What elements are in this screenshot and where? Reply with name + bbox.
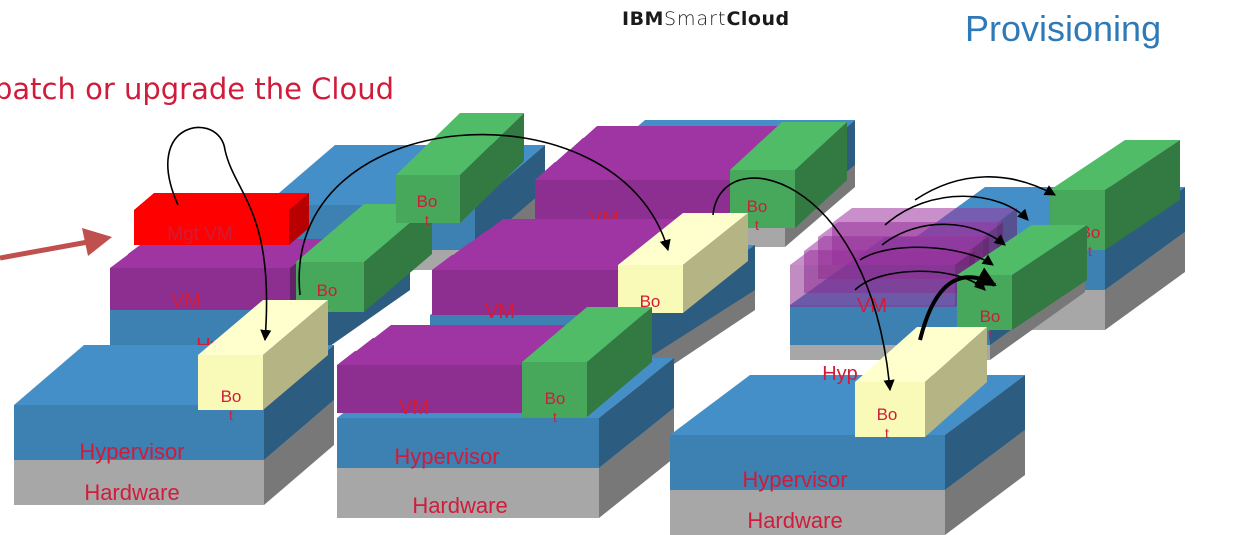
bot-right-middle-green-label-top: Bo — [980, 307, 1001, 326]
arrow-ghost-2 — [884, 195, 1029, 226]
bot-back-right-green-label-bottom: t — [1088, 243, 1092, 259]
bot-front-right-new — [855, 327, 987, 437]
vm-label-left-middle: VM — [171, 290, 201, 312]
hypervisor-label-front-right: Hypervisor — [742, 467, 847, 492]
hardware-label-front-left: Hardware — [84, 480, 179, 505]
bot-right-middle-green-label-bottom: t — [988, 327, 992, 343]
bot-top-left-green-label-top: Bo — [417, 192, 438, 211]
pointer-arrow — [0, 228, 112, 261]
vm-label-right-middle: VM — [857, 295, 887, 317]
bot-front-center-green — [522, 307, 652, 417]
slide-subtitle: patch or upgrade the Cloud — [0, 72, 394, 106]
arrow-mgt-loop — [167, 126, 272, 342]
bot-top-left-green-label-bottom: t — [425, 212, 429, 228]
bot-center-middle-new — [618, 213, 748, 313]
bot-left-middle-green-label-top: Bo — [317, 281, 338, 300]
hypervisor-label-front-left: Hypervisor — [79, 439, 184, 464]
bot-front-right-new-label-bottom: t — [885, 425, 889, 441]
bot-front-right-new-label-top: Bo — [877, 405, 898, 424]
arrow-left-to-center — [298, 133, 671, 296]
vm-back-middle-1 — [535, 162, 750, 220]
arrow-center-to-right — [712, 177, 895, 392]
arrow-ghost-1 — [914, 176, 1056, 201]
bot-back-middle-green — [730, 122, 847, 228]
arrow-ghost-4 — [859, 246, 994, 266]
bot-top-left-green — [396, 113, 524, 223]
bot-front-left-new-label-bottom: t — [229, 407, 233, 423]
bot-back-middle-green-label-top: Bo — [747, 197, 768, 216]
mgt-vm-box — [134, 193, 309, 245]
mgt-vm-label: Mgt VM — [167, 224, 232, 245]
bot-front-center-green-label-bottom: t — [553, 409, 557, 425]
hyp-label-front-right-partial: Hyp — [822, 363, 858, 385]
bot-front-left-new-label-top: Bo — [221, 387, 242, 406]
arrow-ghost-3 — [881, 223, 1006, 246]
bot-center-middle-new-label-top: Bo — [640, 292, 661, 311]
slide-title: Provisioning — [965, 8, 1162, 49]
vm-label-front-center: VM — [399, 397, 429, 419]
vm-front-center-1 — [337, 351, 540, 413]
arrow-ghost-5 — [854, 270, 986, 291]
hardware-label-front-right: Hardware — [747, 508, 842, 533]
bot-front-center-green-label-top: Bo — [545, 389, 566, 408]
hardware-label-front-center: Hardware — [412, 493, 507, 518]
hypervisor-label-front-center: Hypervisor — [394, 444, 499, 469]
vm-label-center-middle: VM — [485, 301, 515, 323]
bot-front-left-new — [198, 300, 328, 410]
bot-back-middle-green-label-bottom: t — [755, 217, 759, 233]
arrow-bold-upgrade — [918, 267, 997, 341]
vm-center-middle-1 — [432, 255, 642, 315]
ibm-smartcloud-logo: IBMSmartCloud — [622, 8, 790, 30]
